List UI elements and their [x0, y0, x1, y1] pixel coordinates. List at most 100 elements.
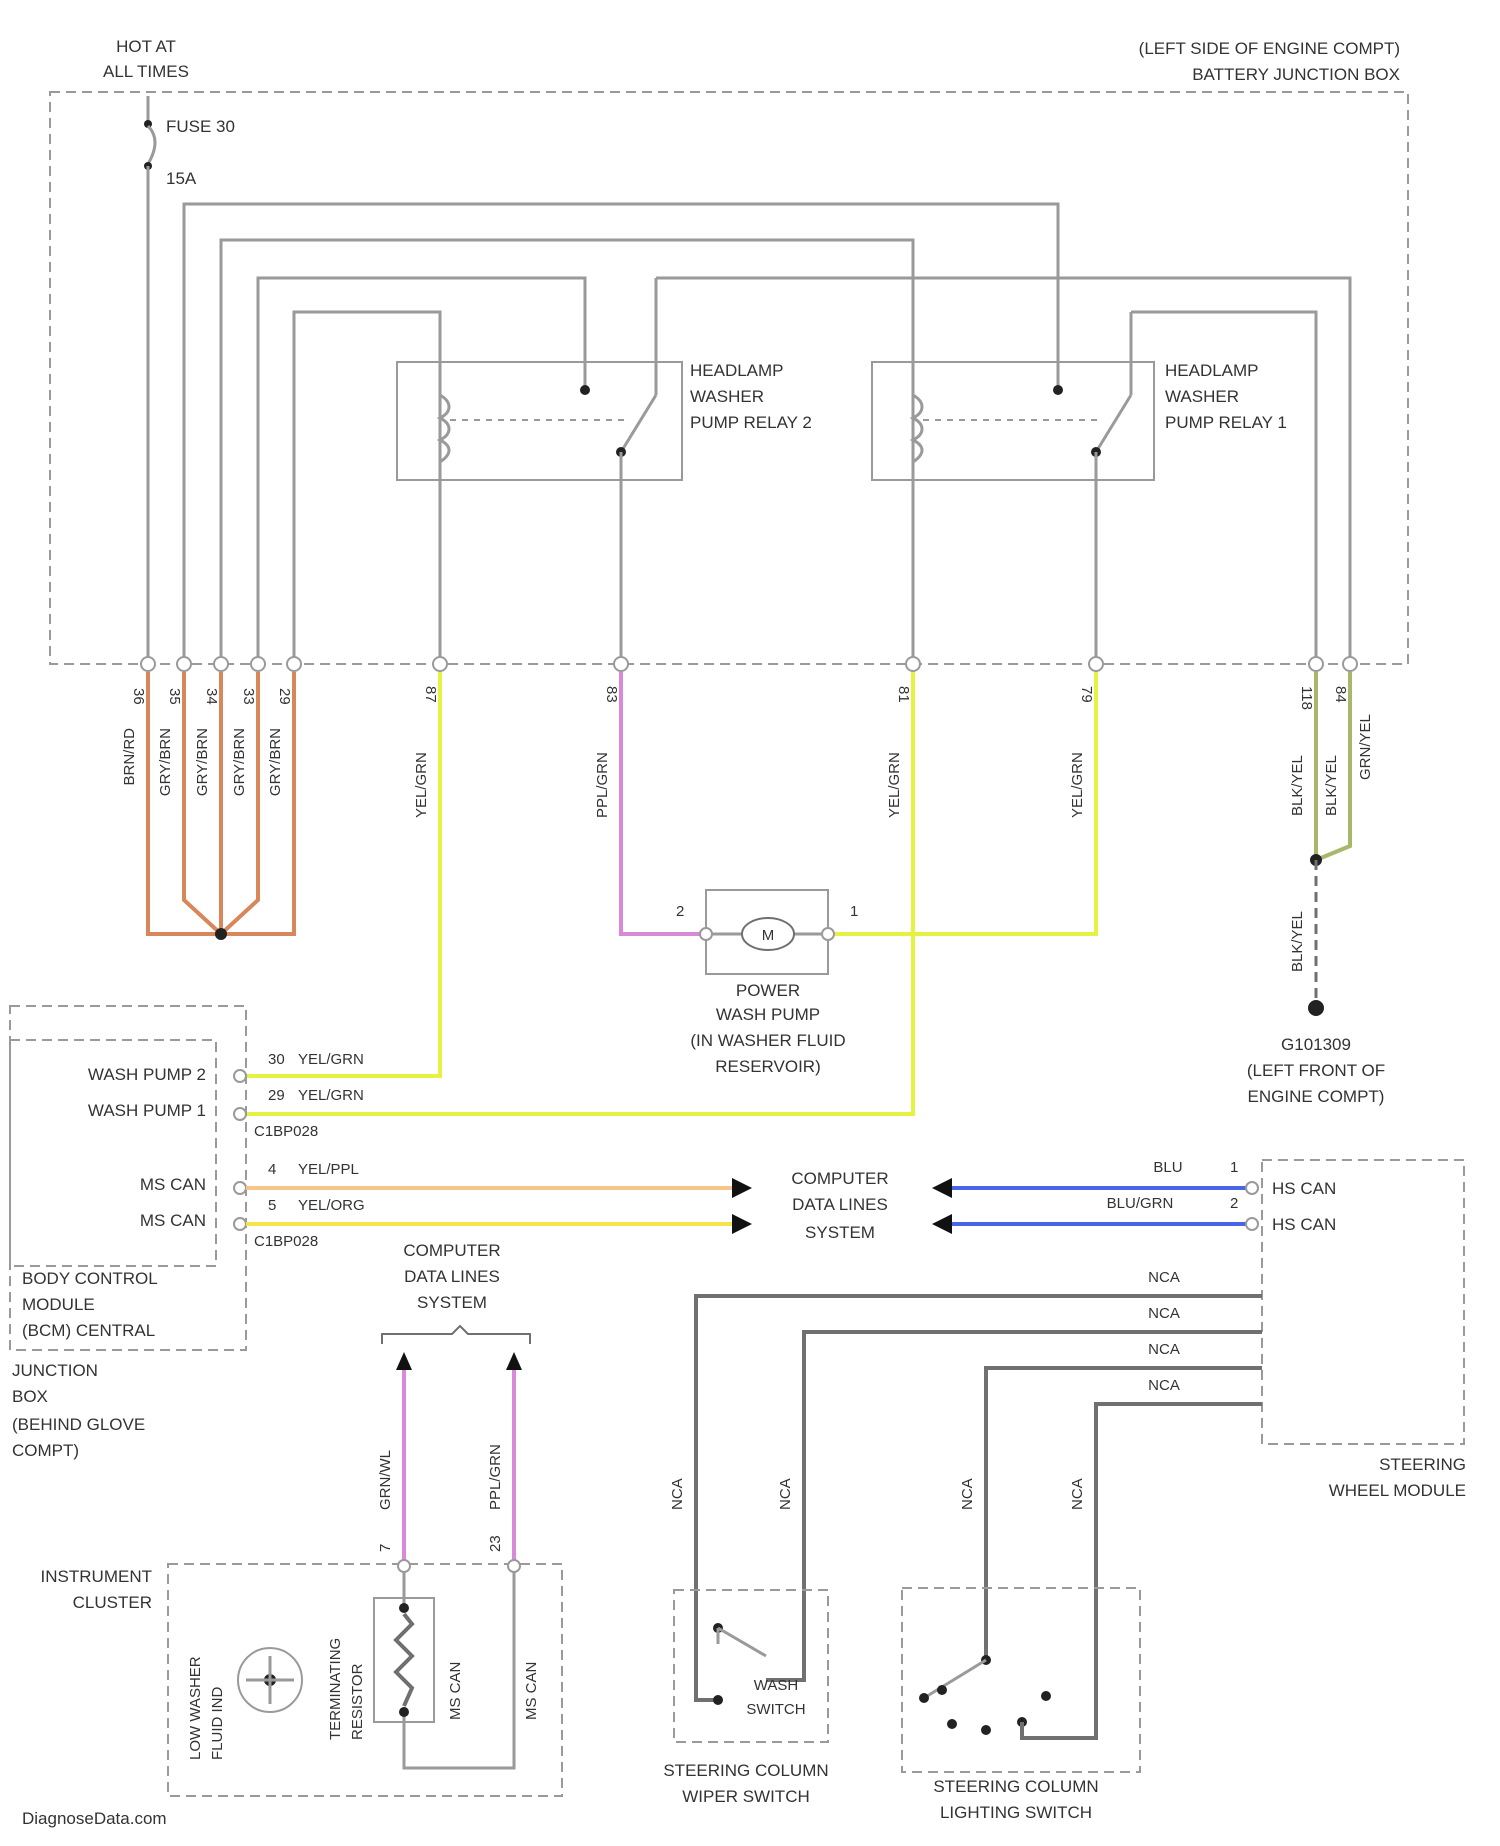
ground-wire-pin-5: 29 [276, 688, 293, 705]
bcm-pins [234, 1070, 246, 1230]
ground-wire-color-1: BRN/RD [121, 728, 138, 786]
wire-84-color-b: GRN/YEL [1357, 714, 1374, 780]
bcm-pin-30: 30 [268, 1051, 285, 1068]
lighting-switch-contacts [919, 1592, 1096, 1738]
steering-module-label-1: STEERING [1379, 1455, 1466, 1474]
bcm-connector-1: C1BP028 [254, 1123, 318, 1140]
wire-118-color: BLK/YEL [1289, 755, 1306, 816]
bcm-wire-color-30: YEL/GRN [298, 1051, 364, 1068]
bcm-pin-29: 29 [268, 1087, 285, 1104]
bcm-pin-5: 5 [268, 1197, 276, 1214]
lighting-switch-label-1: STEERING COLUMN [933, 1777, 1098, 1796]
data-lines-center-2: DATA LINES [792, 1195, 888, 1214]
instrument-cluster-label-1: INSTRUMENT [41, 1567, 152, 1586]
bcm-label-6: (BEHIND GLOVE [12, 1415, 145, 1434]
watermark: DiagnoseData.com [22, 1809, 167, 1828]
bcm-label-4: JUNCTION [12, 1361, 98, 1380]
relay-2-label-2: WASHER [690, 387, 764, 406]
bcm-wire-color-29: YEL/GRN [298, 1087, 364, 1104]
junction-box-location-label-2: BATTERY JUNCTION BOX [1192, 65, 1400, 84]
relay-2-label-3: PUMP RELAY 2 [690, 413, 812, 432]
ground-circuit-right [1308, 672, 1350, 1016]
wash-pump-label-1: POWER [736, 981, 800, 1000]
wash-pump-feed-wire-ppl [621, 672, 702, 934]
steering-row-hs-can-2: HS CAN [1272, 1215, 1336, 1234]
steering-column-lighting-switch [902, 1588, 1140, 1772]
fuse-30 [144, 96, 155, 660]
bcm-wire-color-5: YEL/ORG [298, 1197, 365, 1214]
ground-location-label-2: ENGINE COMPT) [1248, 1087, 1385, 1106]
low-washer-fluid-indicator [238, 1648, 302, 1712]
junction-box-location-label-1: (LEFT SIDE OF ENGINE COMPT) [1139, 39, 1400, 58]
ground-wire-color-3: GRY/BRN [194, 728, 211, 796]
wire-87-color: YEL/GRN [413, 752, 430, 818]
cluster-pin-23: 23 [487, 1535, 504, 1552]
lighting-switch-label-2: LIGHTING SWITCH [940, 1803, 1092, 1822]
bcm-connector-2: C1BP028 [254, 1233, 318, 1250]
steering-wheel-module [1262, 1160, 1464, 1444]
wire-79-pin: 79 [1078, 686, 1095, 703]
wire-81-color: YEL/GRN [886, 752, 903, 818]
cluster-ms-can-1: MS CAN [447, 1662, 464, 1720]
wiper-switch-label-2: WIPER SWITCH [682, 1787, 810, 1806]
wire-79-color: YEL/GRN [1069, 752, 1086, 818]
ground-wire-pin-2: 35 [166, 688, 183, 705]
cluster-pin-7: 7 [377, 1544, 394, 1552]
bcm-wire-color-4: YEL/PPL [298, 1161, 359, 1178]
steering-nca-4: NCA [1148, 1377, 1180, 1394]
cluster-wire-color-23: PPL/GRN [487, 1444, 504, 1510]
data-lines-lower-2: DATA LINES [404, 1267, 500, 1286]
hot-at-all-times-label-1: HOT AT [116, 37, 176, 56]
relay-1-label-3: PUMP RELAY 1 [1165, 413, 1287, 432]
wash-pump-pin-1: 1 [850, 903, 858, 920]
ground-wire-pin-4: 33 [240, 688, 257, 705]
relay-2-label-1: HEADLAMP [690, 361, 784, 380]
wash-switch-label-1: WASH [754, 1677, 798, 1694]
wash-switch-label-2: SWITCH [746, 1701, 805, 1718]
resistor-label-2: RESISTOR [349, 1663, 366, 1740]
resistor-label-1: TERMINATING [327, 1638, 344, 1740]
ground-wire-color-5: GRY/BRN [267, 728, 284, 796]
fuse-rating-label: 15A [166, 169, 197, 188]
switch-nca-1: NCA [669, 1478, 686, 1510]
steering-pin-1: 1 [1230, 1159, 1238, 1176]
steering-row-hs-can-1: HS CAN [1272, 1179, 1336, 1198]
cluster-wire-color-7: GRN/WL [377, 1450, 394, 1510]
indicator-label-1: LOW WASHER [187, 1656, 204, 1760]
ground-lead-color: BLK/YEL [1289, 911, 1306, 972]
bcm-label-3: (BCM) CENTRAL [22, 1321, 155, 1340]
wire-83-pin: 83 [603, 686, 620, 703]
ground-wire-color-2: GRY/BRN [157, 728, 174, 796]
ground-wire-pin-1: 36 [130, 688, 147, 705]
wash-pump-pin-2: 2 [676, 903, 684, 920]
steering-nca-2: NCA [1148, 1305, 1180, 1322]
wash-pump-label-4: RESERVOIR) [715, 1057, 821, 1076]
bcm-row-wash-pump-1: WASH PUMP 1 [88, 1101, 206, 1120]
indicator-label-2: FLUID IND [209, 1686, 226, 1760]
fuse-name-label: FUSE 30 [166, 117, 235, 136]
wire-118-pin: 118 [1298, 686, 1315, 710]
data-lines-lower-brace [382, 1326, 530, 1344]
ground-wire-pin-3: 34 [203, 688, 220, 705]
data-lines-lower-1: COMPUTER [403, 1241, 500, 1260]
bcm-row-ms-can-1: MS CAN [140, 1175, 206, 1194]
data-lines-center-1: COMPUTER [791, 1169, 888, 1188]
wire-81-pin: 81 [895, 686, 912, 703]
steering-nca-1: NCA [1148, 1269, 1180, 1286]
hs-can-wires [932, 1178, 1258, 1234]
wash-pump-label-3: (IN WASHER FLUID [690, 1031, 845, 1050]
data-lines-center-3: SYSTEM [805, 1223, 875, 1242]
wash-pump-motor-symbol: M [762, 927, 775, 944]
bcm-label-2: MODULE [22, 1295, 95, 1314]
terminating-resistor [374, 1572, 514, 1768]
bcm-row-ms-can-2: MS CAN [140, 1211, 206, 1230]
data-lines-lower-3: SYSTEM [417, 1293, 487, 1312]
steering-wire-color-1: BLU [1153, 1159, 1182, 1176]
wire-84-pin: 84 [1332, 686, 1349, 703]
junction-box-internal-wiring [184, 204, 1350, 660]
wire-84-color: BLK/YEL [1323, 755, 1340, 816]
bcm-label-5: BOX [12, 1387, 48, 1406]
steering-module-label-2: WHEEL MODULE [1329, 1481, 1466, 1500]
steering-nca-3: NCA [1148, 1341, 1180, 1358]
